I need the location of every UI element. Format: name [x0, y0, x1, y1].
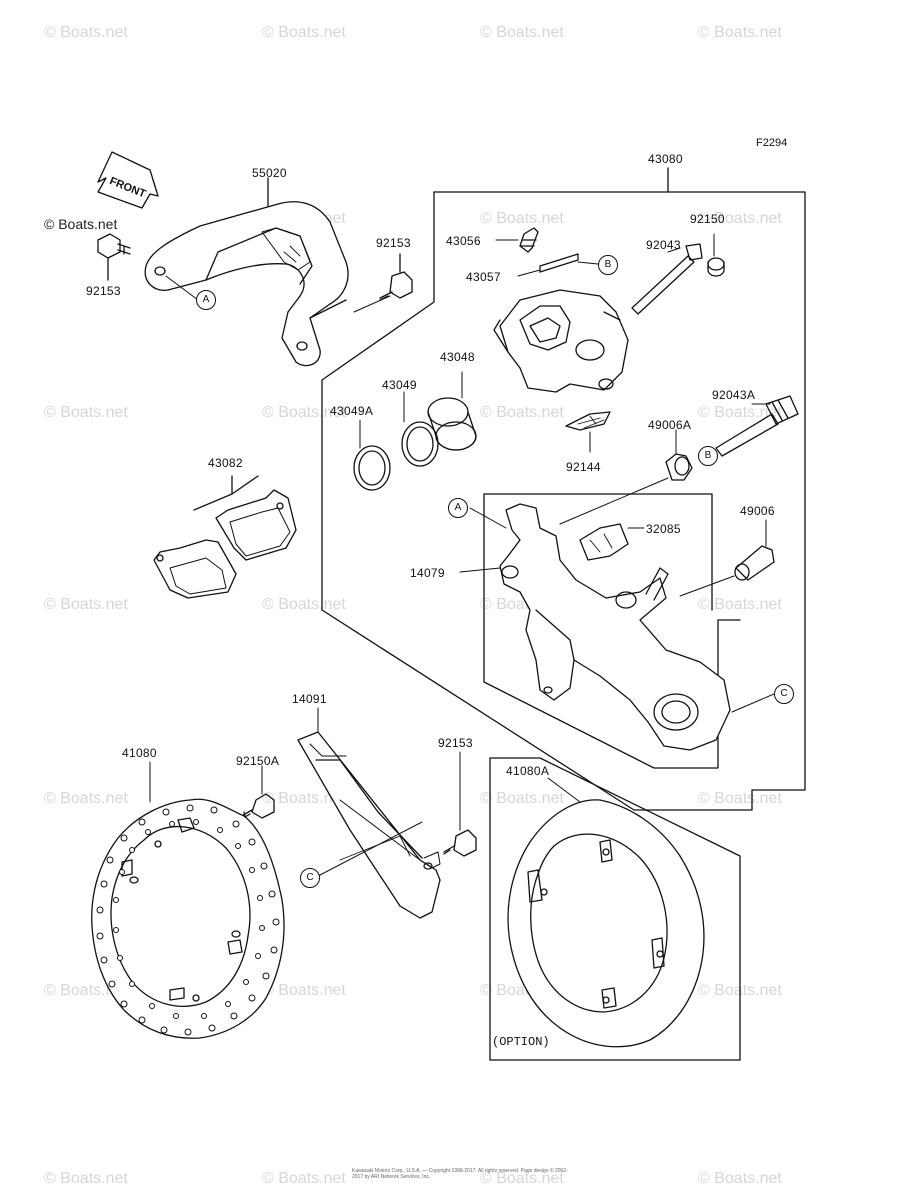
watermark: © Boats.net — [698, 404, 782, 421]
callout-b: B — [598, 255, 618, 275]
part-label-14079[interactable]: 14079 — [410, 566, 445, 580]
part-label-43049a[interactable]: 43049A — [330, 404, 374, 418]
callout-c: C — [300, 868, 320, 888]
watermark: © Boats.net — [262, 24, 346, 41]
part-label-41080[interactable]: 41080 — [122, 746, 157, 760]
pad-spring-92144 — [565, 411, 611, 431]
watermark: © Boats.net — [480, 790, 564, 807]
seal-43049 — [401, 421, 439, 467]
part-label-92144[interactable]: 92144 — [566, 460, 601, 474]
seal-43049a — [353, 445, 391, 491]
part-label-49006[interactable]: 49006 — [740, 504, 775, 518]
pin-92043 — [631, 243, 703, 315]
watermark: © Boats.net — [480, 404, 564, 421]
part-label-92150[interactable]: 92150 — [690, 212, 725, 226]
watermark: © Boats.net — [698, 790, 782, 807]
pin-43057 — [539, 253, 579, 273]
callout-a: A — [196, 290, 216, 310]
watermark: © Boats.net — [44, 596, 128, 613]
watermark: © Boats.net — [698, 210, 782, 227]
watermark: © Boats.net — [480, 1170, 564, 1187]
watermark: © Boats.net — [480, 210, 564, 227]
watermark: © Boats.net — [44, 24, 128, 41]
watermark: © Boats.net — [44, 790, 128, 807]
watermark: © Boats.net — [698, 24, 782, 41]
bolt-92153-upper — [379, 271, 413, 301]
plug-92150 — [707, 257, 725, 277]
figure-code: F2294 — [756, 137, 788, 149]
bolt-92153-left — [97, 233, 131, 259]
brake-pad-front — [153, 539, 237, 599]
part-label-43049[interactable]: 43049 — [382, 378, 417, 392]
part-label-92153-left[interactable]: 92153 — [86, 284, 121, 298]
part-label-92153-upper[interactable]: 92153 — [376, 236, 411, 250]
callout-c: C — [774, 684, 794, 704]
watermark: © Boats.net — [698, 596, 782, 613]
bleeder-valve-43056 — [519, 227, 539, 253]
part-label-43080[interactable]: 43080 — [648, 152, 683, 166]
watermark: © Boats.net — [480, 24, 564, 41]
part-label-43048[interactable]: 43048 — [440, 350, 475, 364]
part-label-92153-lower[interactable]: 92153 — [438, 736, 473, 750]
option-note: (OPTION) — [492, 1035, 550, 1049]
disc-guard-14091 — [297, 731, 441, 919]
watermark: © Boats.net — [44, 1170, 128, 1187]
callout-b: B — [698, 446, 718, 466]
watermark: © Boats.net — [262, 404, 346, 421]
bolt-92153-lower — [443, 829, 477, 857]
watermark: © Boats.net — [698, 1170, 782, 1187]
part-label-43057[interactable]: 43057 — [466, 270, 501, 284]
part-label-92150a[interactable]: 92150A — [236, 754, 280, 768]
part-label-92043a[interactable]: 92043A — [712, 388, 756, 402]
caliper-body — [493, 289, 629, 393]
part-label-49006a[interactable]: 49006A — [648, 418, 692, 432]
caliper-bracket-14079 — [499, 503, 731, 751]
part-label-43056[interactable]: 43056 — [446, 234, 481, 248]
part-label-41080a[interactable]: 41080A — [506, 764, 550, 778]
watermark: © Boats.net — [262, 982, 346, 999]
caliper-guard-55020 — [144, 201, 349, 367]
copyright-notice: Kawasaki Motors Corp., U.S.A. — Copyrigh… — [352, 1168, 568, 1180]
callout-a: A — [448, 498, 468, 518]
part-label-14091[interactable]: 14091 — [292, 692, 327, 706]
pin-92043a — [715, 395, 799, 457]
front-arrow-icon: FRONT — [97, 151, 159, 209]
brake-pad-rear — [215, 489, 297, 561]
brake-disc-41080a — [507, 799, 705, 1048]
part-label-43082[interactable]: 43082 — [208, 456, 243, 470]
part-label-55020[interactable]: 55020 — [252, 166, 287, 180]
piston-43048 — [427, 397, 477, 451]
watermark: © Boats.net — [262, 1170, 346, 1187]
pad-leader — [193, 475, 233, 511]
boot-49006a — [665, 453, 693, 481]
brake-disc-41080 — [91, 798, 285, 1039]
watermark: © Boats.net — [44, 404, 128, 421]
boats-net-logo: © Boats.net — [44, 216, 118, 232]
watermark: © Boats.net — [262, 596, 346, 613]
watermark: © Boats.net — [262, 790, 346, 807]
part-label-32085[interactable]: 32085 — [646, 522, 681, 536]
sleeve-49006 — [734, 545, 775, 581]
pad-spring-32085 — [579, 523, 629, 561]
part-label-92043[interactable]: 92043 — [646, 238, 681, 252]
